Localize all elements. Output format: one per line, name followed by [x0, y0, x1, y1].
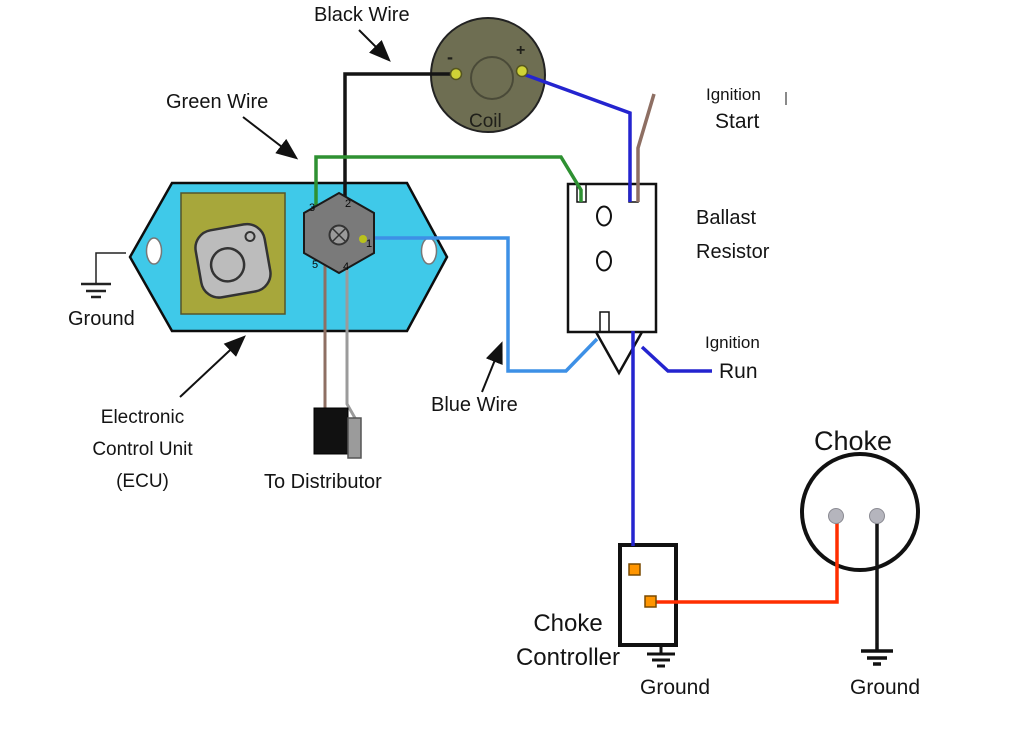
ecu-arrow — [179, 335, 246, 398]
ignition-start-label-line1: Ignition — [706, 85, 761, 104]
to-distributor-label: To Distributor — [264, 471, 382, 493]
pin-label-4: 4 — [343, 261, 349, 273]
choke-ground-label: Ground — [850, 676, 921, 699]
choke-controller-ground-symbol — [647, 645, 675, 668]
coil-inner-ring — [470, 56, 514, 100]
coil-plus-label: + — [516, 42, 526, 59]
coil-minus-label: - — [447, 47, 453, 67]
pin-label-3: 3 — [309, 202, 315, 214]
choke-ground-symbol — [861, 643, 893, 666]
ignition-run-label-line2: Run — [719, 360, 758, 383]
choke-controller-terminal-bottom — [644, 595, 657, 608]
ballast-bottom-tab — [594, 331, 644, 376]
ballast-label-line2: Resistor — [696, 241, 770, 263]
green-wire-arrow — [242, 116, 299, 160]
coil-plus-terminal — [515, 64, 529, 78]
ecu-center-bolt-cross — [332, 228, 346, 242]
ballast-bottom-slot — [599, 311, 610, 333]
black-wire-arrow — [358, 29, 391, 62]
ecu-mount-hole-right — [420, 237, 438, 265]
coil-label: Coil — [469, 111, 502, 132]
green-wire — [314, 155, 583, 206]
ecu-label: Electronic Control Unit (ECU) — [70, 402, 215, 498]
ecu-label-line2: Control Unit — [92, 439, 193, 460]
pin-label-5: 5 — [312, 259, 318, 271]
ecu-body — [128, 181, 449, 333]
distributor-plug-gray — [347, 417, 362, 459]
blue-wire — [364, 236, 599, 373]
ignition-run-label-line1: Ignition — [705, 333, 760, 352]
choke-body — [800, 452, 920, 572]
coil-minus-terminal — [449, 67, 463, 81]
ecu-mount-hole-left — [145, 237, 163, 265]
ecu-metal-connector-body — [194, 222, 272, 299]
pin-label-1: 1 — [366, 238, 372, 250]
ecu-metal-connector — [194, 222, 272, 299]
choke-controller-label-line1: Choke — [533, 610, 603, 637]
black-wire-label: Black Wire — [314, 4, 410, 26]
ballast-resistor-body — [566, 182, 658, 334]
choke-controller-to-choke-wire — [651, 518, 839, 604]
choke-controller-terminal-top — [628, 563, 641, 576]
choke-terminal-left — [828, 508, 844, 524]
distributor-plug-black — [313, 407, 349, 455]
ignition-start-wire — [636, 93, 656, 202]
ecu-ground-symbol — [81, 252, 126, 299]
ecu-label-line1: Electronic — [100, 407, 185, 428]
ballast-hole-top — [596, 205, 612, 227]
ecu-pin1-dot — [359, 235, 367, 243]
choke-controller-label: Choke Controller — [496, 607, 640, 675]
green-wire-label: Green Wire — [166, 91, 269, 113]
choke-controller-label-line2: Controller — [515, 644, 621, 671]
blue-wire-label: Blue Wire — [431, 394, 518, 416]
choke-controller-body — [618, 543, 678, 647]
choke-controller-ground-bars — [647, 652, 675, 668]
ignition-run-wire — [640, 345, 712, 373]
black-wire — [343, 72, 455, 206]
ecu-ground-label: Ground — [68, 308, 135, 330]
ecu-metal-connector-hole-large — [209, 247, 246, 283]
ballast-label-line1: Ballast — [696, 207, 757, 229]
choke-label: Choke — [814, 426, 893, 456]
coil-plus-wire — [522, 72, 632, 202]
ignition-start-label-line2: Start — [715, 110, 760, 133]
blue-wire-arrow — [481, 341, 503, 393]
ecu-label-line3: (ECU) — [116, 471, 169, 492]
ecu-ground-lead — [95, 252, 126, 283]
choke-controller-ground-label: Ground — [640, 676, 711, 699]
ecu-ground-bars — [81, 282, 111, 299]
choke-ground-bars — [861, 649, 893, 666]
ballast-hole-bottom — [596, 250, 612, 272]
choke-terminal-right — [869, 508, 885, 524]
pin-label-2: 2 — [345, 198, 351, 210]
ecu-metal-connector-hole-small — [244, 230, 256, 242]
